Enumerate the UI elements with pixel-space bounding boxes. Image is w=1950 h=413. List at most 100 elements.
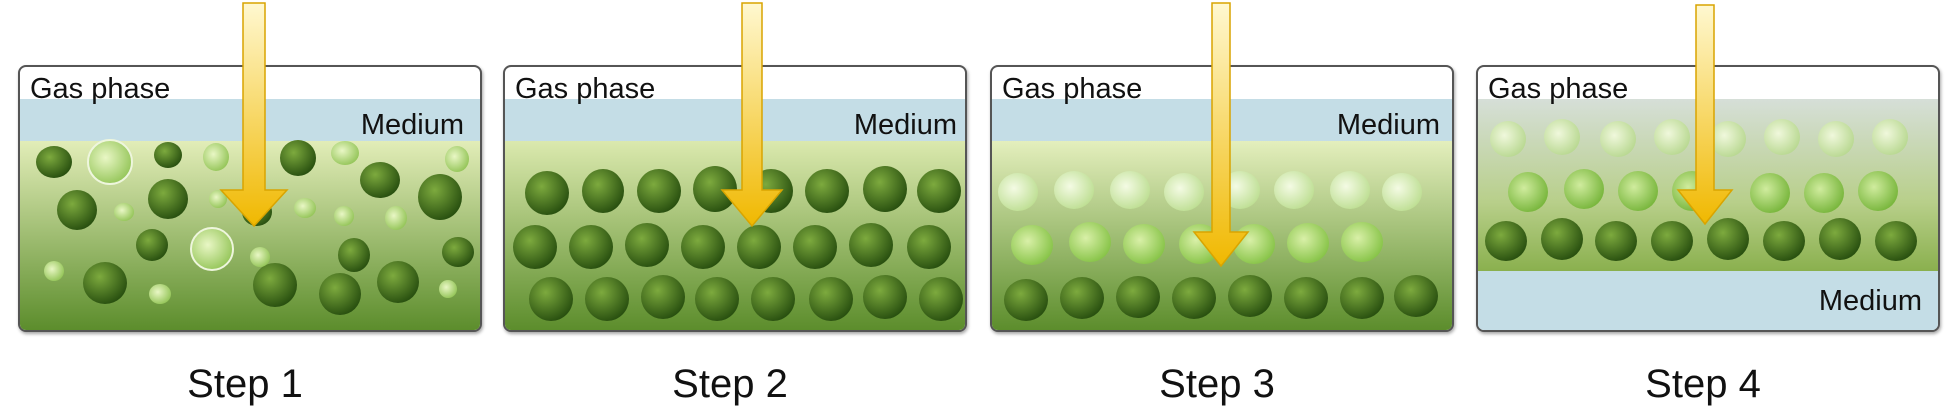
- cell: [1600, 121, 1636, 157]
- cell: [1595, 221, 1637, 261]
- culture-box: Gas phase Medium: [18, 65, 482, 332]
- cell: [294, 198, 316, 218]
- medium-label: Medium: [360, 109, 464, 141]
- medium-label: Medium: [1818, 285, 1922, 317]
- gas-phase-label: Gas phase: [1488, 73, 1629, 105]
- cell: [1804, 173, 1844, 213]
- step-3-panel: Gas phase Medium Step 3: [972, 0, 1462, 413]
- cell: [44, 261, 64, 281]
- cell: [203, 143, 229, 171]
- cell: [280, 140, 316, 176]
- cell: [442, 237, 474, 267]
- cell: [998, 173, 1038, 211]
- cell: [637, 169, 681, 213]
- cell: [250, 247, 270, 267]
- cell: [751, 277, 795, 321]
- cell: [569, 225, 613, 269]
- cell: [1508, 172, 1548, 212]
- cell: [1819, 218, 1861, 260]
- step-2-panel: Gas phase Medium Step 2: [485, 0, 975, 413]
- cell: [1875, 221, 1917, 261]
- cell: [1110, 171, 1150, 209]
- cell: [83, 262, 127, 304]
- cell: [36, 146, 72, 178]
- cell: [749, 169, 793, 213]
- culture-box: Gas phase Medium: [990, 65, 1454, 332]
- cell: [445, 146, 469, 172]
- cell: [1341, 222, 1383, 262]
- gas-phase-label: Gas phase: [1002, 73, 1143, 105]
- cell: [439, 280, 457, 298]
- cell: [338, 238, 370, 272]
- cell: [1764, 119, 1800, 155]
- cell: [1274, 171, 1314, 209]
- cell: [1490, 121, 1526, 157]
- step-label: Step 4: [1645, 362, 1761, 406]
- cell: [87, 139, 133, 185]
- cell: [1069, 222, 1111, 262]
- cell: [1672, 171, 1712, 211]
- culture-box: Gas phase Medium: [503, 65, 967, 332]
- cell: [136, 229, 168, 261]
- step-1-panel: Gas phase Medium Step 1: [0, 0, 490, 413]
- cell: [1858, 171, 1898, 211]
- cell: [57, 190, 97, 230]
- cell: [793, 225, 837, 269]
- medium-layer: [1478, 271, 1938, 330]
- cell: [148, 179, 188, 219]
- cell: [849, 223, 893, 267]
- cell: [1651, 221, 1693, 261]
- cell: [529, 277, 573, 321]
- cell: [253, 263, 297, 307]
- cell: [695, 277, 739, 321]
- culture-illustration: [992, 99, 1452, 330]
- cell: [1394, 275, 1438, 317]
- cell: [154, 142, 182, 168]
- step-label: Step 1: [187, 362, 303, 406]
- cell: [1220, 171, 1260, 209]
- cell: [242, 198, 272, 226]
- cell: [1618, 171, 1658, 211]
- step-4-panel: Gas phase Medium Step 4: [1458, 0, 1948, 413]
- cell: [681, 225, 725, 269]
- cell: [1284, 277, 1328, 319]
- medium-label: Medium: [1336, 109, 1440, 141]
- cell: [334, 206, 354, 226]
- step-label: Step 3: [1159, 362, 1275, 406]
- cell: [1541, 218, 1583, 260]
- cell: [1004, 279, 1048, 321]
- cell: [1054, 171, 1094, 209]
- cell: [737, 225, 781, 269]
- gas-phase-label: Gas phase: [515, 73, 656, 105]
- cell: [1710, 121, 1746, 157]
- gas-phase-label: Gas phase: [30, 73, 171, 105]
- cell: [1172, 277, 1216, 319]
- cell: [1763, 221, 1805, 261]
- cell: [209, 190, 227, 208]
- cell: [641, 275, 685, 319]
- cell: [319, 273, 361, 315]
- cell: [1382, 173, 1422, 211]
- cell: [1654, 119, 1690, 155]
- cell: [1233, 224, 1275, 264]
- cell: [418, 174, 462, 220]
- cell: [1060, 277, 1104, 319]
- cell: [1340, 277, 1384, 319]
- cell: [1116, 276, 1160, 318]
- cell: [1872, 119, 1908, 155]
- culture-illustration: [505, 99, 965, 330]
- cell: [1287, 223, 1329, 263]
- cell: [805, 169, 849, 213]
- cell: [385, 206, 407, 230]
- cell: [863, 275, 907, 319]
- cell: [114, 203, 134, 221]
- cell: [585, 277, 629, 321]
- cell: [377, 261, 419, 303]
- cell: [149, 284, 171, 304]
- cell: [1707, 218, 1749, 260]
- cell: [917, 169, 961, 213]
- cell: [1228, 275, 1272, 317]
- cell: [1179, 224, 1221, 264]
- cell: [1544, 119, 1580, 155]
- cell: [1164, 173, 1204, 211]
